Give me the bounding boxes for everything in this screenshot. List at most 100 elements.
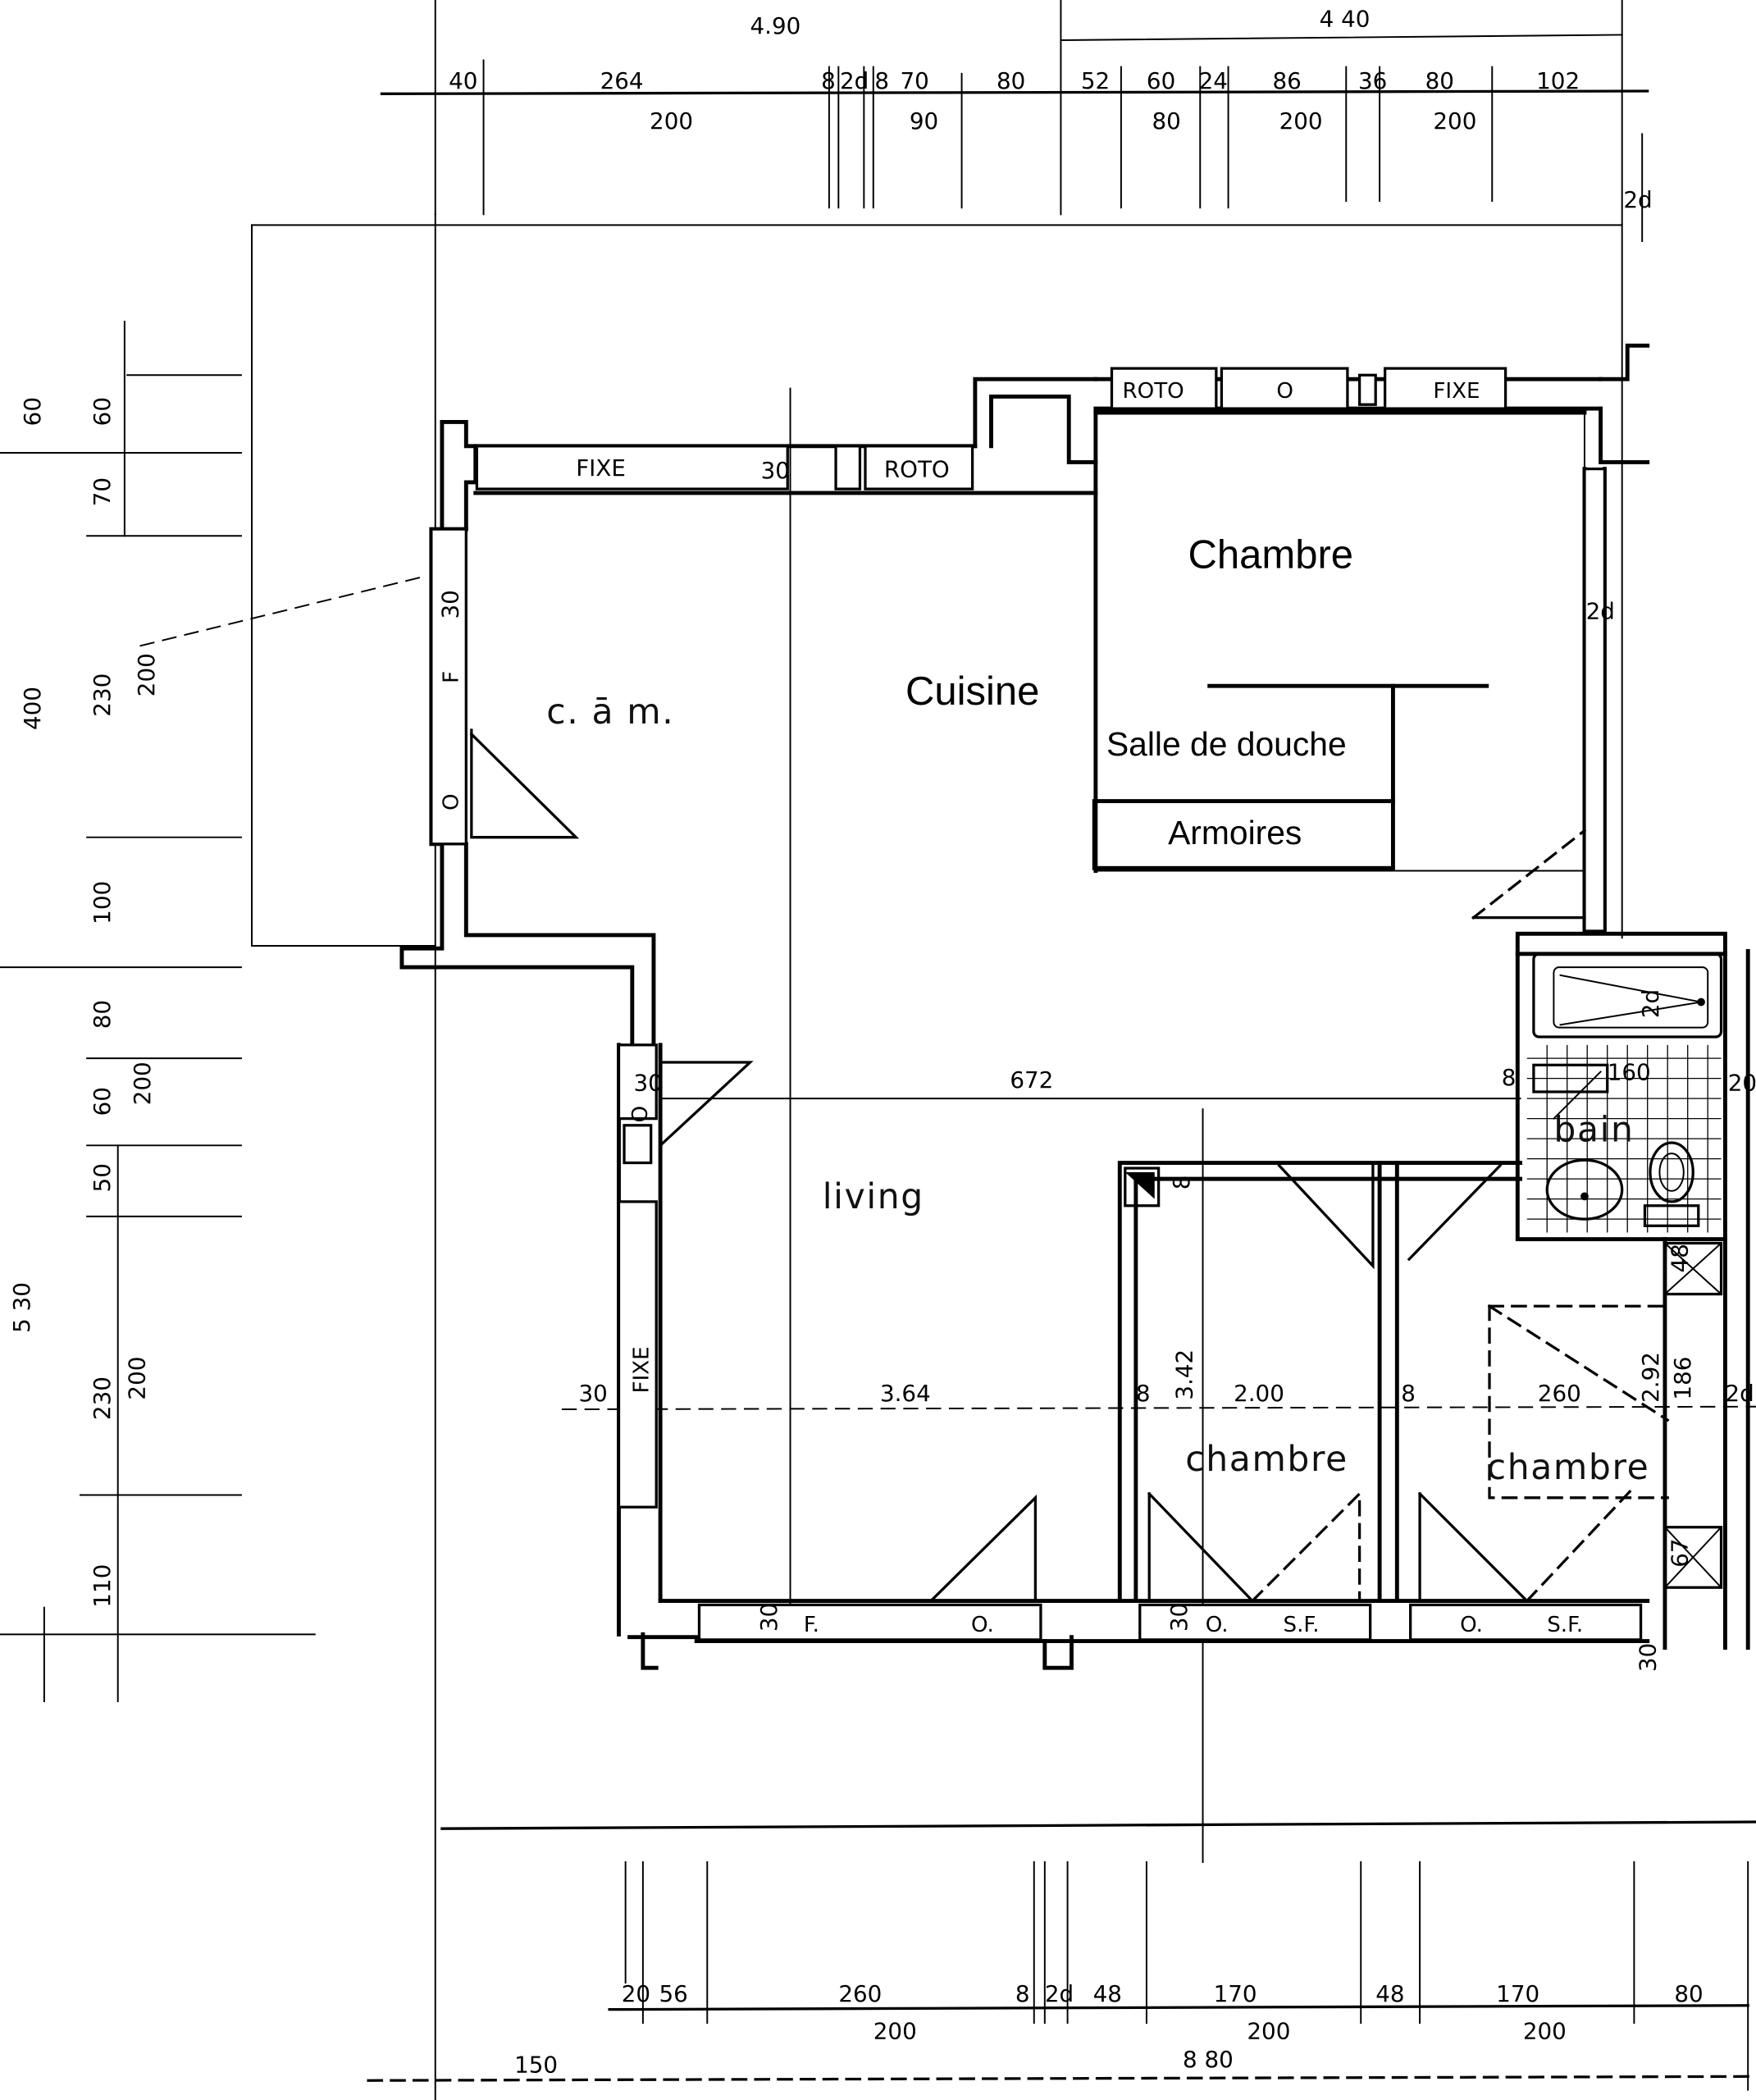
dim-label: 2d <box>1725 1380 1754 1407</box>
dim-label: 52 <box>1081 67 1110 94</box>
dim-label: 2.92 <box>1637 1352 1664 1403</box>
window-top-roto-right <box>1110 367 1218 410</box>
top-dimensions: 4.90 4 40 40 264 8 2d 8 70 80 52 60 24 8… <box>380 0 1653 939</box>
dim-label: 70 <box>900 67 928 94</box>
dim-label: 170 <box>1496 1980 1539 2007</box>
window-label: ROTO <box>884 455 950 482</box>
dim-top-490: 4.90 <box>750 12 801 39</box>
dim-top-440: 4 40 <box>1320 6 1371 33</box>
dim-label: 200 <box>1279 107 1323 135</box>
dim-label: 260 <box>1538 1380 1581 1407</box>
dim-label: 230 <box>89 673 116 717</box>
interior-dimensions: 672 3.64 8 2.00 8 260 160 8 20 2d 2d 3.4… <box>755 597 1756 1672</box>
dim-label: 102 <box>1536 67 1580 94</box>
dim-label: 2d <box>1623 186 1652 213</box>
dim-label: 48 <box>1667 1244 1694 1272</box>
windows: FIXE 30 ROTO ROTO O FIXE F O 30 O FIXE 3… <box>430 367 1643 1641</box>
window-label: FIXE <box>576 454 626 482</box>
dim-label: 90 <box>910 107 938 135</box>
dim-label: 80 <box>1674 1980 1703 2007</box>
dim-label: 2d <box>840 67 869 94</box>
window-top-roto-left <box>864 445 974 491</box>
dim-label: 8 80 <box>1183 2046 1234 2073</box>
bottom-dimensions: 20 56 260 8 2d 48 170 48 170 80 200 200 … <box>367 1861 1749 2091</box>
bathtub-icon <box>1532 952 1723 1039</box>
renovation-overlay <box>1092 410 1587 932</box>
dim-label: 200 <box>133 653 160 696</box>
dim-label: 2d <box>1637 989 1664 1018</box>
dim-label: 170 <box>1214 1980 1257 2007</box>
room-labels: Chambre Cuisine Salle de douche Armoires… <box>546 532 1648 1488</box>
bathroom-fixtures <box>1124 952 1723 1589</box>
dim-label: 200 <box>1523 2018 1567 2045</box>
dim-label: 2d <box>1586 597 1615 624</box>
window-label: F <box>440 671 464 683</box>
room-label-chambre: Chambre <box>1188 532 1353 577</box>
dim-label: 60 <box>19 397 46 426</box>
dim-label: 50 <box>89 1163 116 1192</box>
dim-label: 200 <box>123 1357 150 1400</box>
dim-label: 86 <box>1272 67 1301 94</box>
window-label: O <box>1276 379 1293 404</box>
dim-label: 2d <box>1045 1980 1074 2007</box>
dim-label: 8 <box>1502 1064 1517 1091</box>
dim-label: 150 <box>514 2051 558 2078</box>
dim-label: 30 <box>578 1380 607 1407</box>
dim-label: 30 <box>755 1603 782 1632</box>
room-label-chambre-mid: chambre <box>1185 1440 1348 1480</box>
dim-label: 400 <box>19 687 46 730</box>
window-label: S.F. <box>1547 1613 1583 1637</box>
dim-label: 60 <box>89 1087 116 1116</box>
window-top-fixe <box>475 445 789 491</box>
dim-label: 30 <box>437 590 464 619</box>
sink-icon <box>1545 1158 1624 1221</box>
room-label-cuisine: Cuisine <box>905 669 1039 714</box>
dim-label: 20 <box>1728 1069 1756 1096</box>
dim-label: 20 <box>622 1980 650 2007</box>
reference-lines <box>251 213 1756 2100</box>
dim-label: 80 <box>89 1000 116 1029</box>
dim-label: 2.00 <box>1234 1380 1284 1407</box>
dim-label: 160 <box>1608 1058 1651 1085</box>
dim-label: 260 <box>838 1980 882 2007</box>
door-swings <box>469 728 1670 1603</box>
dim-label: 200 <box>650 107 693 135</box>
dim-label: 48 <box>1375 1980 1404 2007</box>
dim-label: 110 <box>89 1564 116 1608</box>
room-label-armoires: Armoires <box>1168 814 1302 851</box>
dim-label: 24 <box>1199 67 1228 94</box>
dim-label: 3.64 <box>880 1380 931 1407</box>
window-top-fixe-right <box>1383 367 1507 410</box>
dim-label: 3.42 <box>1170 1349 1197 1400</box>
dim-label: 40 <box>449 67 477 94</box>
dim-label: 80 <box>1152 107 1180 135</box>
dim-label: 70 <box>89 477 116 506</box>
dim-label: 5 30 <box>8 1282 35 1333</box>
window-top-o <box>1220 367 1349 410</box>
dim-label: 186 <box>1669 1357 1696 1400</box>
dim-label: 30 <box>633 1069 662 1096</box>
window-bottom-mid <box>1138 1603 1372 1641</box>
toilet-icon <box>1649 1141 1694 1203</box>
dim-label: 200 <box>873 2018 917 2045</box>
dim-label: 48 <box>1093 1980 1122 2007</box>
dim-label: 80 <box>1425 67 1454 94</box>
dim-label: 8 <box>1136 1380 1151 1407</box>
dim-label: 56 <box>659 1980 687 2007</box>
dim-label: 60 <box>89 397 116 426</box>
window-label: O. <box>1460 1613 1483 1637</box>
window-bottom-f-o <box>697 1603 1042 1641</box>
window-label: F. <box>804 1613 819 1637</box>
dim-label: 264 <box>600 67 644 94</box>
dim-label: 8 <box>821 67 836 94</box>
window-label: ROTO <box>1123 379 1184 404</box>
dim-label: 8 <box>874 67 889 94</box>
dim-label: 8 <box>1168 1176 1195 1190</box>
dim-label: 30 <box>1635 1643 1662 1672</box>
left-dimensions: 60 400 5 30 60 70 230 100 80 60 50 230 1… <box>0 320 427 1703</box>
window-label: O <box>440 793 464 810</box>
room-label-bain: bain <box>1553 1110 1634 1150</box>
window-left-f-o <box>430 527 468 846</box>
window-label: S.F. <box>1284 1613 1320 1637</box>
